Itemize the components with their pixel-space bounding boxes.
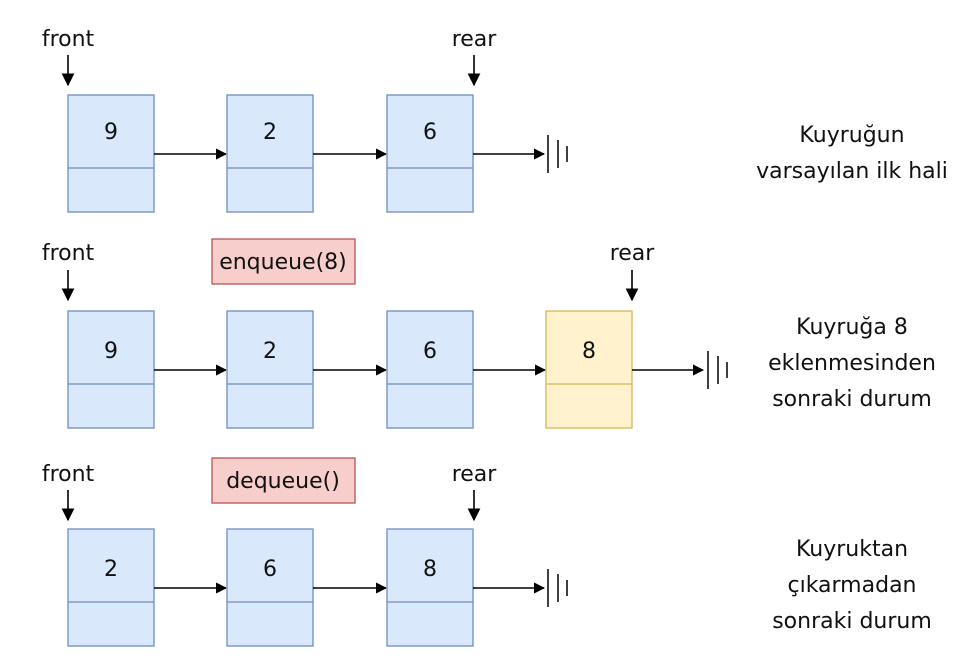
- null-ground-icon: [707, 351, 728, 389]
- operation-badge-enqueue: enqueue(8): [211, 238, 356, 285]
- row-description-line: Kuyruktan: [796, 537, 908, 562]
- queue-row-after-dequeue: front dequeue() rear 2 6 8: [42, 457, 932, 647]
- row-description-line: Kuyruğun: [799, 123, 904, 148]
- row-description-line: çıkarmadan: [787, 573, 916, 598]
- operation-label: dequeue(): [226, 469, 340, 494]
- node-value: 8: [423, 557, 437, 582]
- node-2: 2: [226, 94, 314, 213]
- node-6: 6: [386, 310, 474, 429]
- node-value: 2: [263, 339, 277, 364]
- node-2: 2: [67, 528, 155, 647]
- node-9: 9: [67, 94, 155, 213]
- node-2: 2: [226, 310, 314, 429]
- node-value: 2: [104, 557, 118, 582]
- row-description-line: eklenmesinden: [768, 351, 936, 376]
- operation-label: enqueue(8): [219, 250, 347, 275]
- node-value: 8: [582, 339, 596, 364]
- null-ground-icon: [547, 135, 568, 173]
- null-ground-icon: [547, 569, 568, 607]
- node-value: 2: [263, 120, 277, 145]
- rear-label: rear: [610, 241, 656, 266]
- front-label: front: [42, 27, 95, 52]
- queue-row-initial: front rear 9 2 6 Kuyruğun varsayılan: [42, 27, 948, 213]
- front-label: front: [42, 462, 95, 487]
- row-description-line: sonraki durum: [772, 609, 932, 634]
- node-8-new: 8: [545, 310, 633, 429]
- node-9: 9: [67, 310, 155, 429]
- node-6: 6: [386, 94, 474, 213]
- node-6: 6: [226, 528, 314, 647]
- node-8: 8: [386, 528, 474, 647]
- row-description-line: sonraki durum: [772, 387, 932, 412]
- node-value: 9: [104, 339, 118, 364]
- rear-label: rear: [452, 27, 498, 52]
- operation-badge-dequeue: dequeue(): [211, 457, 356, 504]
- front-label: front: [42, 241, 95, 266]
- node-value: 6: [263, 557, 277, 582]
- row-description-line: Kuyruğa 8: [796, 315, 908, 340]
- row-description-line: varsayılan ilk hali: [756, 159, 948, 184]
- node-value: 6: [423, 339, 437, 364]
- node-value: 6: [423, 120, 437, 145]
- rear-label: rear: [452, 462, 498, 487]
- node-value: 9: [104, 120, 118, 145]
- queue-row-after-enqueue: front enqueue(8) rear 9 2 6: [42, 238, 936, 429]
